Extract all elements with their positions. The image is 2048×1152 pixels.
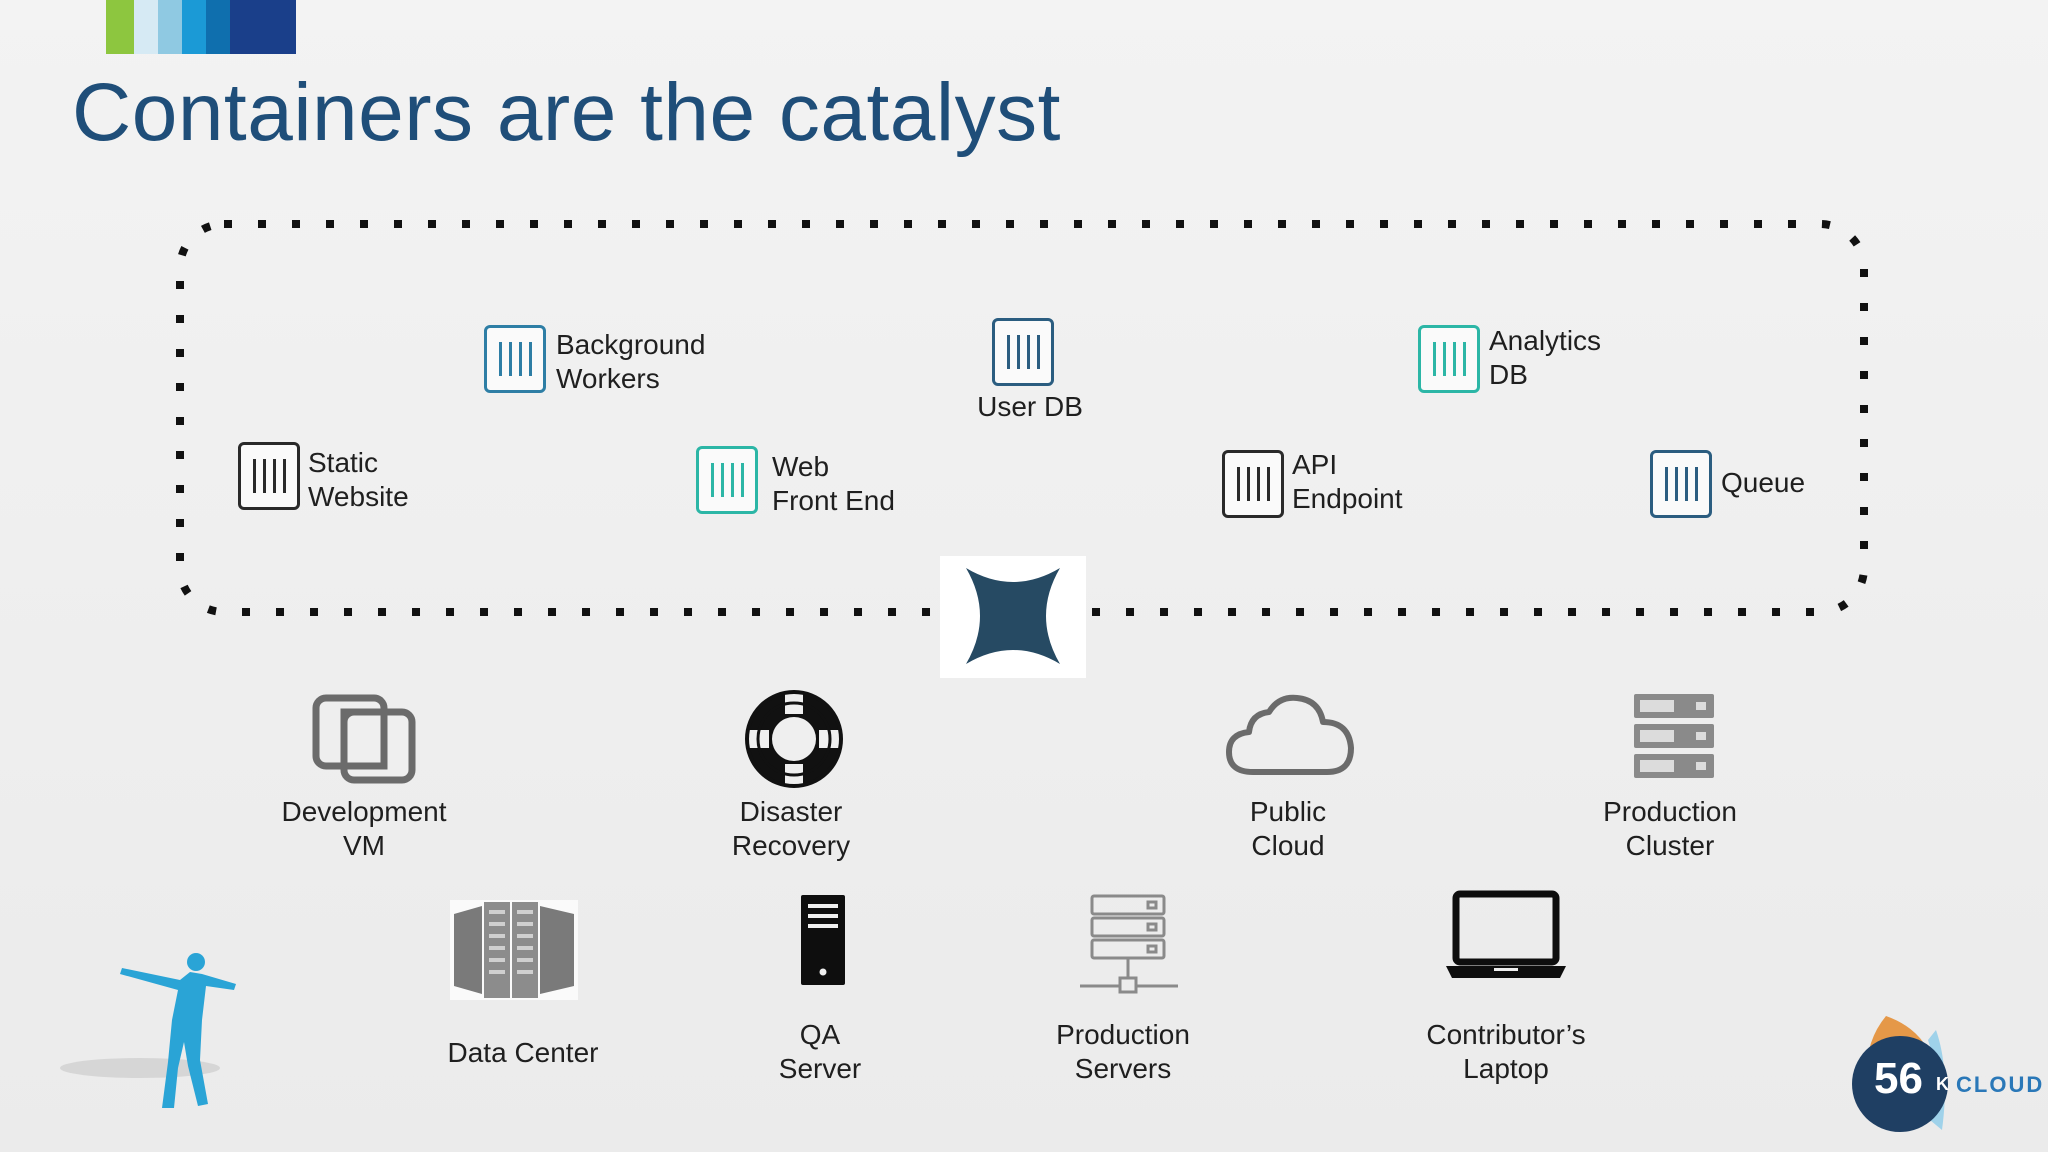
docker-star-icon [966, 568, 1060, 664]
container-icon [992, 318, 1054, 386]
container-icon [696, 446, 758, 514]
company-logo: 56 K CLOUD [1846, 1010, 2046, 1140]
logo-word: CLOUD [1956, 1072, 2045, 1097]
server-stack-icon [1080, 894, 1178, 994]
tower-server-icon [801, 895, 845, 985]
container-icon [484, 325, 546, 393]
strip-segment [206, 0, 230, 54]
logo-suffix: K [1936, 1074, 1949, 1094]
strip-segment [158, 0, 182, 54]
overlapping-windows-icon [312, 694, 416, 784]
laptop-icon [1446, 890, 1566, 978]
container-icon [1418, 325, 1480, 393]
life-ring-icon [745, 690, 843, 788]
target-label: Data Center [447, 1037, 599, 1068]
strip-segment [182, 0, 206, 54]
slide-title: Containers are the catalyst [72, 67, 1061, 158]
logo-number: 56 [1874, 1054, 1923, 1103]
strip-segment [106, 0, 134, 54]
container-icon [1650, 450, 1712, 518]
cloud-icon [1226, 694, 1354, 775]
container-label: User DB [977, 391, 1083, 422]
container-icon [238, 442, 300, 510]
strip-segment [230, 0, 296, 54]
logo-emblem-icon [1852, 1016, 1948, 1132]
container-icon [1222, 450, 1284, 518]
server-rack-icon [1634, 694, 1714, 778]
container-label: Queue [1721, 467, 1806, 498]
strip-segment [134, 0, 158, 54]
data-center-icon [454, 902, 574, 998]
person-figure-icon [60, 953, 236, 1108]
